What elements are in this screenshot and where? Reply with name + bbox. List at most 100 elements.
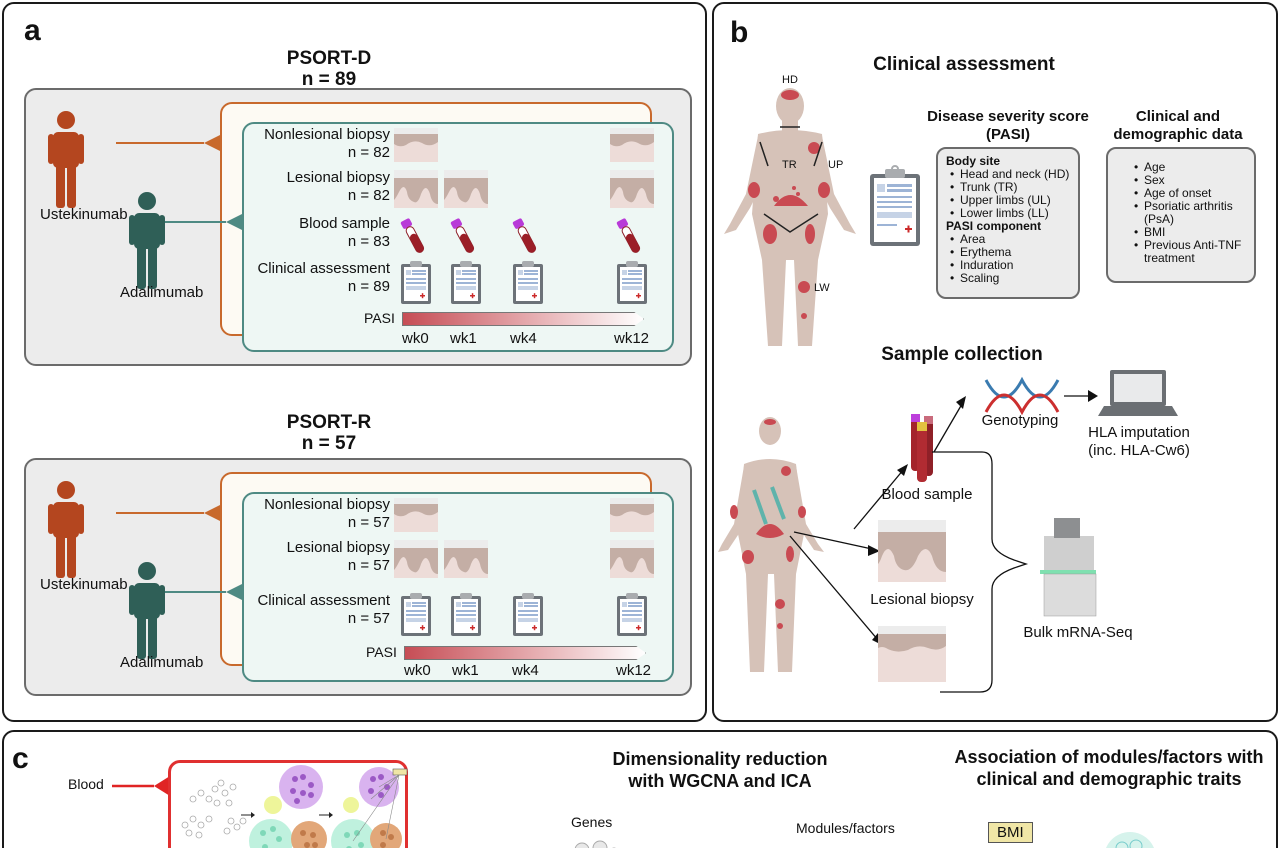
person-icon-adalimumab — [129, 192, 165, 289]
demo-box-title: Clinical and demographic data — [1113, 108, 1243, 143]
gene-circle — [205, 815, 213, 823]
row-n: n = 82 — [347, 144, 390, 161]
demographic-item: Age of onset — [1144, 187, 1246, 200]
bmi-tag: BMI — [988, 822, 1033, 843]
arrow-icon — [329, 812, 333, 818]
adalimumab-arrow-icon — [226, 214, 242, 230]
gene-circle — [213, 799, 221, 807]
gene-circle — [211, 785, 219, 793]
genes-label: Genes — [571, 814, 613, 830]
skin-lesional-icon — [878, 520, 946, 582]
cohort-title-psort-r: PSORT-R n = 57 — [229, 412, 429, 454]
genotyping-label: Genotyping — [981, 412, 1059, 429]
skin-nonlesional-icon — [394, 128, 438, 162]
body-site-item: Lower limbs (LL) — [960, 207, 1070, 220]
demographic-item: Age — [1144, 161, 1246, 174]
row-label-blood: Blood sample n = 83 — [230, 215, 390, 251]
body-site-item: Upper limbs (UL) — [960, 194, 1070, 207]
hla-title: HLA imputation — [1088, 424, 1190, 441]
blood-connector — [112, 776, 170, 796]
drug-label-adalimumab: Adalimumab — [120, 654, 204, 671]
gene-circle — [217, 779, 225, 787]
body-map-figure — [724, 88, 856, 346]
module-brown — [370, 823, 402, 848]
trait-tag-icon — [392, 768, 408, 776]
gene-circle — [185, 829, 193, 837]
pasi-component-item: Erythema — [960, 246, 1070, 259]
pasi-box: Body site Head and neck (HD)Trunk (TR)Up… — [936, 147, 1080, 299]
gene-cluster-diagram — [181, 765, 408, 848]
clipboard-icon — [401, 261, 431, 304]
clipboard-icon — [451, 593, 481, 636]
timepoint-wk12: wk12 — [616, 662, 652, 679]
panel-letter-a: a — [24, 14, 41, 47]
body-site-item: Head and neck (HD) — [960, 168, 1070, 181]
panel-b: b Clinical assessment — [712, 2, 1278, 722]
demographic-item: BMI — [1144, 226, 1246, 239]
gene-circle — [197, 789, 205, 797]
row-n: n = 89 — [347, 278, 390, 295]
skin-nonlesional-icon — [610, 128, 654, 162]
blood-sample-label: Blood sample — [881, 486, 973, 503]
row-n: n = 82 — [347, 187, 390, 204]
person-icon-ustekinumab — [48, 111, 84, 208]
blood-module-box — [168, 760, 408, 848]
ustekinumab-arrow-icon — [204, 135, 220, 151]
ustekinumab-arrow-icon — [204, 505, 220, 521]
drug-label-ustekinumab: Ustekinumab — [40, 206, 128, 223]
clipboard-icon — [617, 593, 647, 636]
row-n: n = 57 — [347, 557, 390, 574]
row-label-lesional: Lesional biopsy n = 57 — [230, 539, 390, 575]
clipboard-icon — [513, 261, 543, 304]
panel-letter-c: c — [12, 742, 29, 775]
lesional-biopsy-label: Lesional biopsy — [870, 591, 974, 608]
gene-circle — [229, 783, 237, 791]
demographic-item: Psoriatic arthritis (PsA) — [1144, 200, 1246, 226]
blood-tube-icon — [400, 218, 425, 253]
clipboard-icon — [451, 261, 481, 304]
row-label-clinical: Clinical assessment n = 57 — [230, 592, 390, 628]
row-label-clinical: Clinical assessment n = 89 — [230, 260, 390, 296]
gene-circle — [221, 789, 229, 797]
timepoint-wk12: wk12 — [614, 330, 650, 347]
pasi-gradient-arrow — [402, 312, 644, 326]
skin-nonlesional-icon — [394, 498, 438, 532]
row-label-nonlesional: Nonlesional biopsy n = 57 — [230, 496, 390, 532]
drug-label-adalimumab: Adalimumab — [120, 284, 204, 301]
row-n: n = 57 — [347, 514, 390, 531]
row-title: Nonlesional biopsy — [264, 126, 390, 143]
sample-collection-figure — [718, 370, 1178, 693]
person-icon-ustekinumab — [48, 481, 84, 578]
lesional-biopsy-image — [878, 520, 946, 582]
sample-collection-title: Sample collection — [881, 344, 1043, 365]
demographic-item: Sex — [1144, 174, 1246, 187]
gene-circle — [239, 817, 247, 825]
gene-circle — [195, 831, 203, 839]
gene-circle — [189, 795, 197, 803]
blood-label: Blood — [68, 776, 104, 792]
pasi-component-item: Area — [960, 233, 1070, 246]
bulk-seq-label: Bulk mRNA-Seq — [1023, 624, 1133, 641]
row-title: Lesional biopsy — [286, 539, 390, 556]
body-label-tr: TR — [782, 159, 797, 171]
timepoint-wk4: wk4 — [512, 662, 539, 679]
row-title: Clinical assessment — [257, 260, 390, 277]
timepoint-wk0: wk0 — [402, 330, 429, 347]
body-site-item: Trunk (TR) — [960, 181, 1070, 194]
skin-lesional-icon — [610, 540, 654, 578]
gene-circle — [197, 821, 205, 829]
drug-label-ustekinumab: Ustekinumab — [40, 576, 128, 593]
body-site-list: Head and neck (HD)Trunk (TR)Upper limbs … — [946, 168, 1070, 220]
row-n: n = 57 — [347, 610, 390, 627]
module-teal — [331, 819, 375, 848]
gene-circle — [227, 817, 235, 825]
panel-c: c Blood Dimensionality reduction with WG… — [2, 730, 1278, 848]
module-yellow — [343, 797, 359, 813]
cohort-r-connectors — [116, 505, 242, 600]
demographic-box: AgeSexAge of onsetPsoriatic arthritis (P… — [1106, 147, 1256, 283]
gene-circle — [205, 795, 213, 803]
cohort-name: PSORT-D — [286, 48, 372, 69]
skin-nonlesional-icon — [610, 498, 654, 532]
skin-lesional-icon — [444, 540, 488, 578]
hla-subtitle: (inc. HLA-Cw6) — [1088, 442, 1190, 459]
